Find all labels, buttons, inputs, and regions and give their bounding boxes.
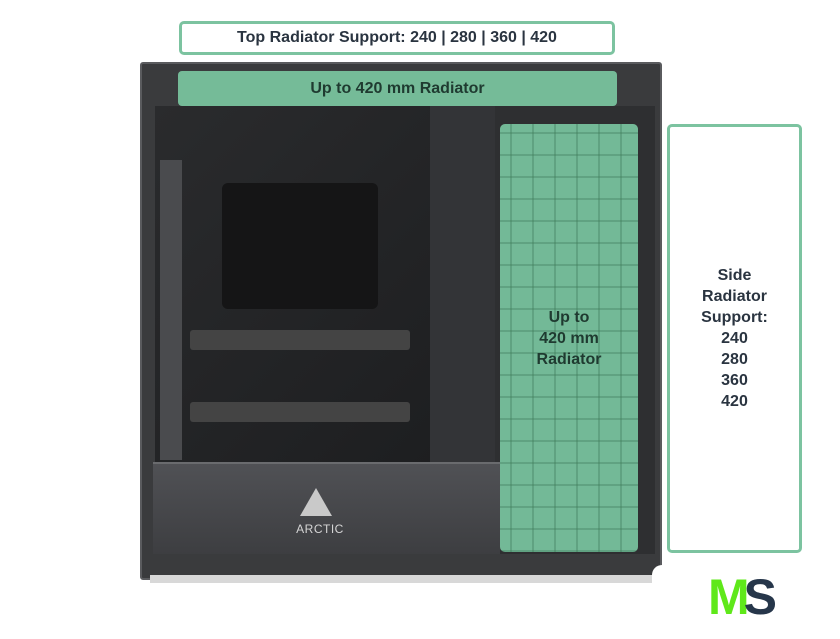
side-radiator-overlay: Up to 420 mm Radiator bbox=[500, 124, 638, 552]
side-label-line: 280 bbox=[721, 351, 748, 368]
brand-logo-text: ARCTIC bbox=[296, 522, 344, 536]
motherboard-cutout bbox=[222, 183, 378, 309]
side-radiator-support-label: Side Radiator Support: 240 280 360 420 bbox=[667, 124, 802, 553]
expansion-bracket bbox=[190, 330, 410, 350]
expansion-bracket bbox=[190, 402, 410, 422]
cable-management-plate bbox=[430, 106, 495, 464]
side-radiator-line: Up to bbox=[548, 308, 590, 326]
side-label-line: 360 bbox=[721, 372, 748, 389]
side-label-line: 240 bbox=[721, 330, 748, 347]
side-label-line: Radiator bbox=[702, 288, 767, 305]
arctic-logo-icon bbox=[300, 488, 332, 516]
watermark-m: M bbox=[708, 569, 750, 625]
watermark-logo: MS bbox=[708, 568, 777, 626]
rear-io-panel bbox=[160, 160, 182, 460]
top-radiator-overlay: Up to 420 mm Radiator bbox=[178, 71, 617, 106]
watermark-box bbox=[652, 565, 840, 639]
side-label-line: Support: bbox=[701, 309, 768, 326]
top-radiator-support-label: Top Radiator Support: 240 | 280 | 360 | … bbox=[179, 21, 615, 55]
side-radiator-line: 420 mm bbox=[539, 329, 599, 347]
side-label-line: 420 bbox=[721, 393, 748, 410]
side-radiator-line: Radiator bbox=[536, 350, 602, 368]
side-label-line: Side bbox=[717, 267, 752, 284]
case-base bbox=[150, 575, 655, 583]
watermark-s: S bbox=[743, 569, 777, 625]
